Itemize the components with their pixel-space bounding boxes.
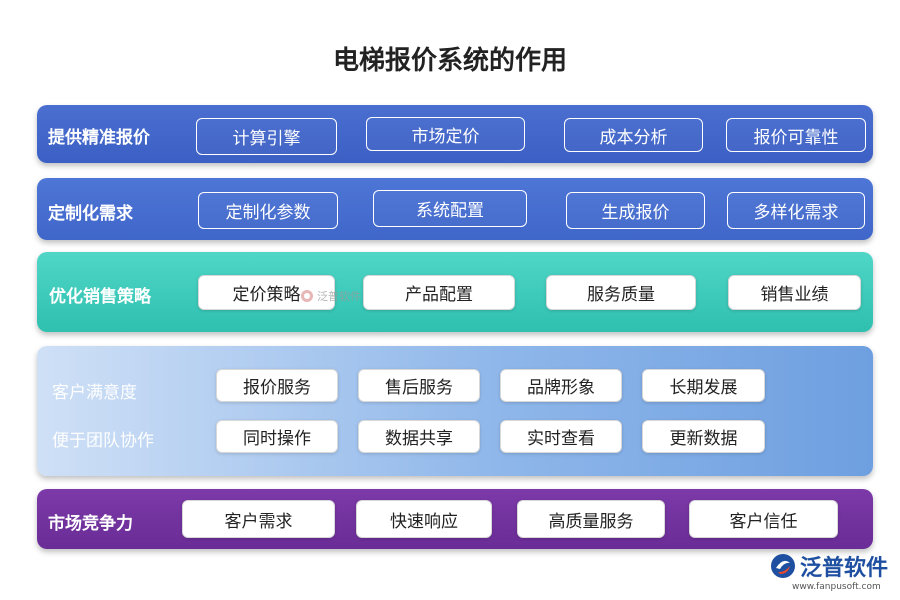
chip-customer-trust: 客户信任 <box>689 500 838 538</box>
band-competitiveness: 市场竞争力 客户需求 快速响应 高质量服务 客户信任 <box>37 489 873 549</box>
chip-realtime-view: 实时查看 <box>500 420 622 453</box>
chip-after-sales: 售后服务 <box>358 369 480 402</box>
chip-brand-image: 品牌形象 <box>500 369 622 402</box>
chip-product-config: 产品配置 <box>363 275 515 310</box>
chip-diverse-demand: 多样化需求 <box>727 192 865 229</box>
watermark-logo-icon <box>301 290 313 302</box>
chip-fast-response: 快速响应 <box>356 500 492 538</box>
chip-long-term: 长期发展 <box>642 369 765 402</box>
band-label-competitiveness: 市场竞争力 <box>48 514 133 534</box>
chip-high-quality-service: 高质量服务 <box>517 500 665 538</box>
band-label-precise-quote: 提供精准报价 <box>48 128 150 148</box>
chip-customer-demand: 客户需求 <box>182 500 335 538</box>
brand-logo: 泛普软件 <box>770 551 888 581</box>
chip-quote-reliability: 报价可靠性 <box>726 118 866 152</box>
chip-cost-analysis: 成本分析 <box>564 118 703 152</box>
chip-sales-performance: 销售业绩 <box>728 275 861 310</box>
chip-system-config: 系统配置 <box>373 190 527 227</box>
chip-market-pricing: 市场定价 <box>366 117 525 151</box>
logo-text: 泛普软件 <box>800 556 889 581</box>
chip-pricing-strategy: 定价策略 <box>198 275 335 310</box>
watermark: 泛普软件 <box>300 288 361 304</box>
chip-service-quality: 服务质量 <box>546 275 696 310</box>
watermark-text: 泛普软件 <box>317 290 361 303</box>
band-precise-quote: 提供精准报价 计算引擎 市场定价 成本分析 报价可靠性 <box>37 105 873 163</box>
chip-simultaneous-op: 同时操作 <box>216 420 338 453</box>
chip-data-sharing: 数据共享 <box>358 420 480 453</box>
band-custom-demand: 定制化需求 定制化参数 系统配置 生成报价 多样化需求 <box>37 178 873 240</box>
chip-update-data: 更新数据 <box>642 420 765 453</box>
band-satisfaction-collab: 客户满意度 便于团队协作 报价服务 售后服务 品牌形象 长期发展 同时操作 数据… <box>37 346 873 476</box>
chip-custom-params: 定制化参数 <box>198 192 338 229</box>
logo-url: www.fanpusoft.com <box>792 582 881 592</box>
band-label-satisfaction: 客户满意度 <box>52 383 137 403</box>
band-sales-strategy: 优化销售策略 定价策略 产品配置 服务质量 销售业绩 <box>37 252 873 332</box>
chip-generate-quote: 生成报价 <box>566 192 705 229</box>
band-label-custom-demand: 定制化需求 <box>48 204 133 224</box>
chip-quote-service: 报价服务 <box>216 369 338 402</box>
band-label-collaboration: 便于团队协作 <box>52 431 154 451</box>
chip-calc-engine: 计算引擎 <box>196 118 337 155</box>
fanpu-logo-icon <box>771 554 795 578</box>
band-label-sales-strategy: 优化销售策略 <box>49 287 151 307</box>
diagram-title: 电梯报价系统的作用 <box>332 46 567 76</box>
